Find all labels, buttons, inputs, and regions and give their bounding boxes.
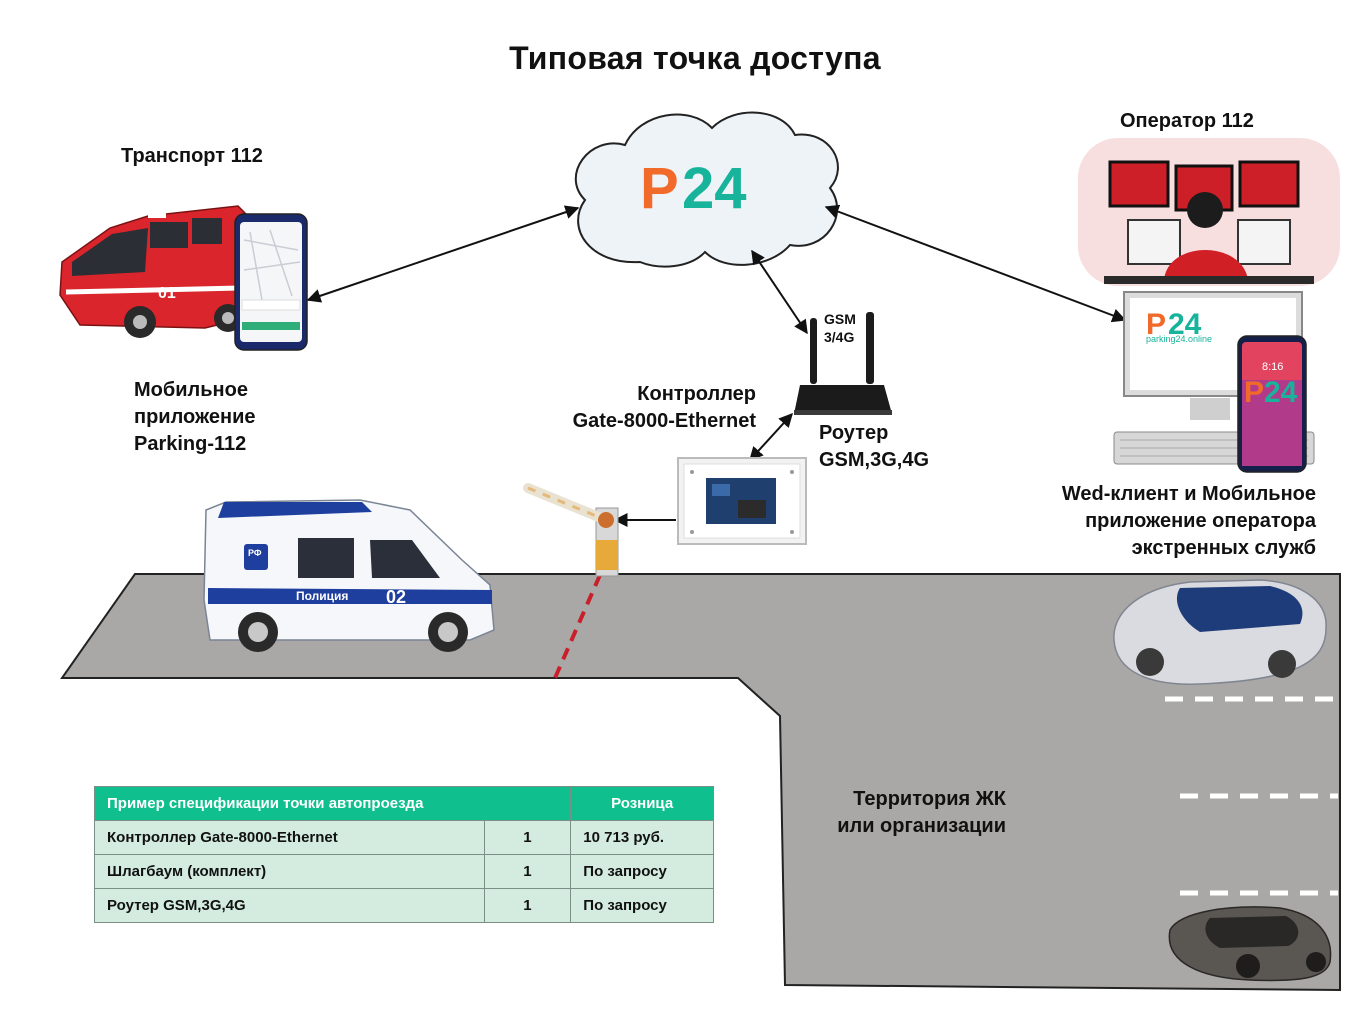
monitor-site: parking24.online [1146, 334, 1212, 344]
gsm-badge-line2: 3/4G [824, 329, 854, 345]
page-title: Типовая точка доступа [509, 40, 881, 76]
spec-item-name: Роутер GSM,3G,4G [94, 888, 485, 923]
phone-logo-p: P [1244, 376, 1264, 409]
web-client-line2: приложение оператора [1085, 510, 1316, 532]
operator-label: Оператор 112 [1120, 110, 1254, 132]
police-emblem: РФ [248, 548, 262, 558]
phone-logo-24: 24 [1264, 376, 1298, 409]
territory-label: Территория ЖК или организации [780, 786, 1006, 840]
mobile-app-label: Мобильное приложение Parking-112 [134, 377, 256, 458]
territory-line1: Территория ЖК [853, 788, 1006, 810]
mobile-app-line1: Мобильное [134, 379, 248, 401]
spec-item-name: Шлагбаум (комплект) [94, 854, 485, 889]
table-row: Контроллер Gate-8000-Ethernet 1 10 713 р… [94, 820, 714, 855]
router-line2: GSM,3G,4G [819, 449, 930, 471]
territory-line2: или организации [837, 815, 1006, 837]
connection-arrows [306, 204, 1127, 527]
web-client-line3: экстренных служб [1131, 537, 1316, 559]
operator-phone-image: 8:16 P 24 [1237, 335, 1307, 473]
table-row: Роутер GSM,3G,4G 1 По запросу [94, 888, 714, 923]
phone-time: 8:16 [1262, 361, 1283, 373]
road-area [60, 573, 1341, 992]
spec-item-name: Контроллер Gate-8000-Ethernet [94, 820, 485, 855]
transport-label: Транспорт 112 [121, 145, 263, 167]
gsm-badge-line1: GSM [824, 311, 856, 327]
fire-ambulance-image: 01 [59, 205, 247, 338]
web-client-line1: Wed-клиент и Мобильное [1061, 483, 1316, 505]
logo-24: 24 [682, 156, 747, 221]
lane-markings [1165, 696, 1338, 896]
monitor-logo-24: 24 [1168, 308, 1202, 341]
spec-item-qty: 1 [483, 820, 572, 855]
spec-item-price: По запросу [570, 888, 714, 923]
operator-desk-image [1078, 138, 1340, 286]
spec-header-retail: Розница [570, 786, 714, 821]
router-image [794, 312, 892, 415]
ambulance-number: 01 [158, 285, 176, 302]
controller-box-image [677, 457, 807, 545]
dark-sports-car-image [1168, 906, 1332, 982]
silver-car-image [1113, 579, 1327, 685]
spec-item-price: 10 713 руб. [570, 820, 714, 855]
spec-item-qty: 1 [483, 888, 572, 923]
controller-label: Контроллер Gate-8000-Ethernet [520, 381, 756, 435]
spec-item-qty: 1 [483, 854, 572, 889]
router-label: Роутер GSM,3G,4G [819, 420, 929, 474]
spec-header-row: Пример спецификации точки автопроезда Ро… [93, 786, 714, 821]
spec-table: Пример спецификации точки автопроезда Ро… [93, 786, 714, 923]
spec-header-title: Пример спецификации точки автопроезда [93, 786, 572, 821]
logo-p: P [640, 156, 679, 221]
web-client-label: Wed-клиент и Мобильное приложение операт… [1000, 481, 1316, 562]
router-line1: Роутер [819, 422, 889, 444]
barrier-gate-image [523, 483, 619, 577]
table-row: Шлагбаум (комплект) 1 По запросу [94, 854, 714, 889]
police-van-image: Полиция 02 РФ [203, 499, 495, 652]
smartphone-app-image [234, 213, 308, 351]
police-number: 02 [386, 587, 406, 607]
controller-line2: Gate-8000-Ethernet [572, 410, 756, 432]
spec-item-price: По запросу [570, 854, 714, 889]
controller-line1: Контроллер [637, 383, 756, 405]
police-text: Полиция [296, 589, 348, 603]
mobile-app-line2: приложение [134, 406, 256, 428]
monitor-logo-p: P [1146, 308, 1166, 341]
mobile-app-line3: Parking-112 [134, 433, 247, 455]
cloud-p24: P 24 [574, 111, 839, 268]
